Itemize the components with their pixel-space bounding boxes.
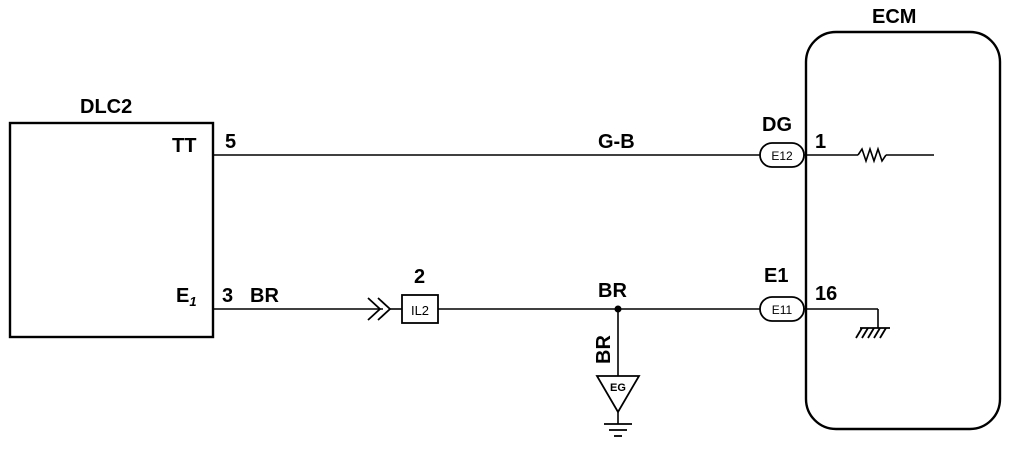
junction-il2-label: IL2 [411, 303, 429, 318]
connector-e11-label: E11 [772, 303, 793, 317]
dlc2-title: DLC2 [80, 96, 132, 118]
ecm-connector-dg-label: DG [762, 114, 792, 136]
wire-bottom: 3 BR IL2 2 BR BR EG E11 16 [213, 266, 890, 437]
wire-top: 5 G-B E12 1 [213, 131, 934, 168]
ecm-connector-e1-label: E1 [764, 265, 788, 287]
dlc2-pin-3-number: 3 [222, 285, 233, 307]
ecm-box [804, 30, 1002, 431]
dlc2-pin-5-number: 5 [225, 131, 236, 153]
wire-br-left-color-label: BR [250, 285, 279, 307]
chevron-connector-icon [367, 297, 382, 321]
dlc2-pin-e1-label: E1 [176, 285, 197, 309]
wire-br-branch-color-label: BR [593, 335, 615, 364]
dlc2-box [8, 121, 215, 339]
ecm-pin-16-number: 16 [815, 283, 837, 305]
chassis-ground-icon [855, 327, 890, 339]
ground-point-eg-label: EG [610, 382, 626, 394]
ecm-component: ECM DG E1 [762, 6, 1002, 431]
ground-point-eg [595, 375, 641, 414]
junction-number: 2 [414, 266, 425, 288]
connector-e12-label: E12 [771, 149, 793, 163]
ecm-title: ECM [872, 6, 916, 28]
dlc2-pin-tt-label: TT [172, 135, 196, 157]
wire-g-b-color-label: G-B [598, 131, 635, 153]
wire-br-mid-color-label: BR [598, 280, 627, 302]
dlc2-component: DLC2 TT E1 [8, 96, 215, 339]
resistor-icon [857, 146, 887, 164]
ecm-pin-1-number: 1 [815, 131, 826, 153]
ground-icon [604, 423, 632, 437]
